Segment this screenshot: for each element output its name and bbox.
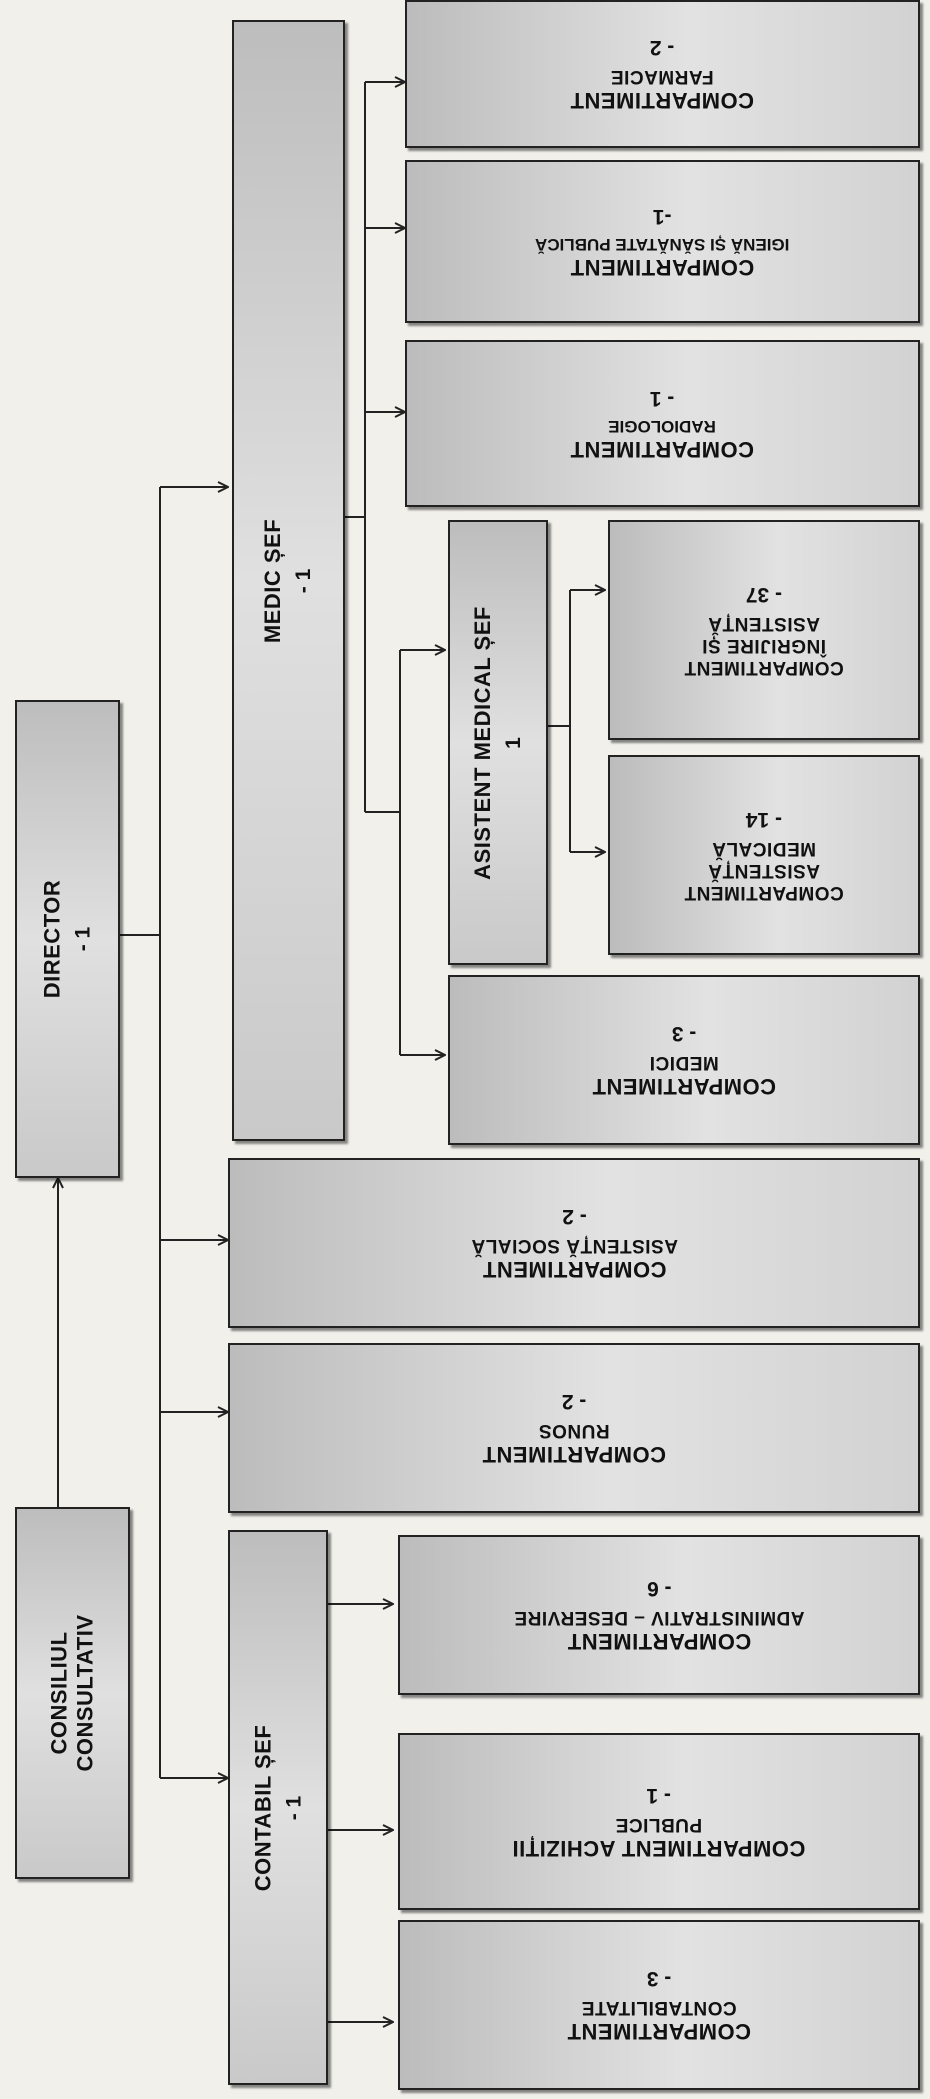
- consiliul-line1: CONSILIUL: [46, 1631, 72, 1755]
- comp-radiologie-line1: COMPARTIMENT: [570, 436, 755, 462]
- node-comp-asistenta-medicala: COMPARTIMENT ASISTENȚĂ MEDICALĂ - 14: [608, 755, 920, 955]
- node-comp-administrativ: COMPARTIMENT ADMINISTRATIV – DESERVIRE -…: [398, 1535, 920, 1695]
- comp-contabilitate-line2: CONTABILITATE: [581, 1997, 737, 2018]
- comp-asistenta-medicala-line2: ASISTENȚĂ: [707, 860, 821, 881]
- director-title: DIRECTOR: [39, 879, 65, 999]
- comp-ingrijire-line3: ASISTENȚĂ: [707, 613, 821, 634]
- medic-title: MEDIC ȘEF: [260, 518, 286, 643]
- comp-asistenta-sociala-line2: ASISTENȚĂ SOCIALĂ: [470, 1235, 678, 1256]
- comp-asistenta-medicala-count: - 14: [745, 808, 783, 831]
- asistent-title: ASISTENT MEDICAL ȘEF: [470, 605, 495, 880]
- comp-ingrijire-line2: ÎNGRIJIRE ȘI: [701, 635, 827, 656]
- comp-ingrijire-line1: COMPARTIMENT: [684, 657, 844, 678]
- node-comp-farmacie: COMPARTIMENT FARMACIE - 2: [405, 0, 920, 148]
- comp-igiena-line1: COMPARTIMENT: [570, 254, 755, 280]
- consiliul-line2: CONSULTATIV: [72, 1614, 98, 1772]
- comp-runos-line2: RUNOS: [538, 1420, 610, 1441]
- comp-medici-line1: COMPARTIMENT: [591, 1074, 777, 1099]
- comp-medici-count: - 3: [671, 1022, 697, 1045]
- node-director: DIRECTOR - 1: [15, 700, 120, 1178]
- node-comp-asistenta-sociala: COMPARTIMENT ASISTENȚĂ SOCIALĂ - 2: [228, 1158, 920, 1328]
- node-comp-contabilitate: COMPARTIMENT CONTABILITATE - 3: [398, 1920, 920, 2090]
- node-comp-achizitii: COMPARTIMENT ACHIZIȚII PUBLICE - 1: [398, 1733, 920, 1910]
- contabil-title: CONTABIL ȘEF: [250, 1724, 275, 1891]
- node-comp-medici: COMPARTIMENT MEDICI - 3: [448, 975, 920, 1145]
- comp-administrativ-count: - 6: [646, 1577, 672, 1600]
- node-consiliul-consultativ: CONSILIUL CONSULTATIV: [15, 1507, 130, 1879]
- comp-achizitii-line2: PUBLICE: [615, 1813, 703, 1835]
- comp-farmacie-line1: COMPARTIMENT: [570, 88, 755, 113]
- comp-achizitii-count: - 1: [646, 1783, 672, 1807]
- comp-medici-line2: MEDICI: [649, 1052, 719, 1073]
- comp-administrativ-line2: ADMINISTRATIV – DESERVIRE: [513, 1607, 805, 1628]
- director-count: - 1: [71, 926, 95, 952]
- comp-achizitii-line1: COMPARTIMENT ACHIZIȚII: [512, 1835, 806, 1861]
- medic-count: - 1: [292, 568, 316, 593]
- node-comp-igiena: COMPARTIMENT IGIENĂ ȘI SĂNĂTATE PUBLICĂ …: [405, 160, 920, 323]
- node-comp-runos: COMPARTIMENT RUNOS - 2: [228, 1343, 920, 1513]
- comp-administrativ-line1: COMPARTIMENT: [566, 1629, 752, 1654]
- comp-igiena-count: -1: [653, 204, 672, 228]
- node-contabil-sef: CONTABIL ȘEF - 1: [228, 1530, 328, 2085]
- comp-ingrijire-count: - 37: [745, 583, 783, 606]
- comp-farmacie-line2: FARMACIE: [610, 66, 715, 87]
- node-comp-ingrijire: COMPARTIMENT ÎNGRIJIRE ȘI ASISTENȚĂ - 37: [608, 520, 920, 740]
- node-comp-radiologie: COMPARTIMENT RADIOLOGIE - 1: [405, 340, 920, 507]
- comp-radiologie-count: - 1: [650, 386, 675, 410]
- asistent-count: 1: [502, 736, 525, 749]
- comp-asistenta-sociala-line1: COMPARTIMENT: [481, 1257, 667, 1282]
- comp-farmacie-count: - 2: [650, 36, 675, 59]
- comp-igiena-line2: IGIENĂ ȘI SĂNĂTATE PUBLICĂ: [535, 234, 790, 254]
- comp-contabilitate-count: - 3: [646, 1967, 672, 1990]
- comp-contabilitate-line1: COMPARTIMENT: [566, 2019, 752, 2044]
- comp-runos-count: - 2: [561, 1390, 587, 1413]
- comp-asistenta-medicala-line3: MEDICALĂ: [711, 838, 817, 859]
- comp-asistenta-medicala-line1: COMPARTIMENT: [684, 882, 844, 903]
- node-medic-sef: MEDIC ȘEF - 1: [232, 20, 345, 1141]
- comp-runos-line1: COMPARTIMENT: [481, 1442, 667, 1467]
- comp-radiologie-line2: RADIOLOGIE: [608, 416, 717, 436]
- contabil-count: - 1: [282, 1795, 305, 1820]
- comp-asistenta-sociala-count: - 2: [561, 1205, 587, 1228]
- node-asistent-medical-sef: ASISTENT MEDICAL ȘEF 1: [448, 520, 548, 965]
